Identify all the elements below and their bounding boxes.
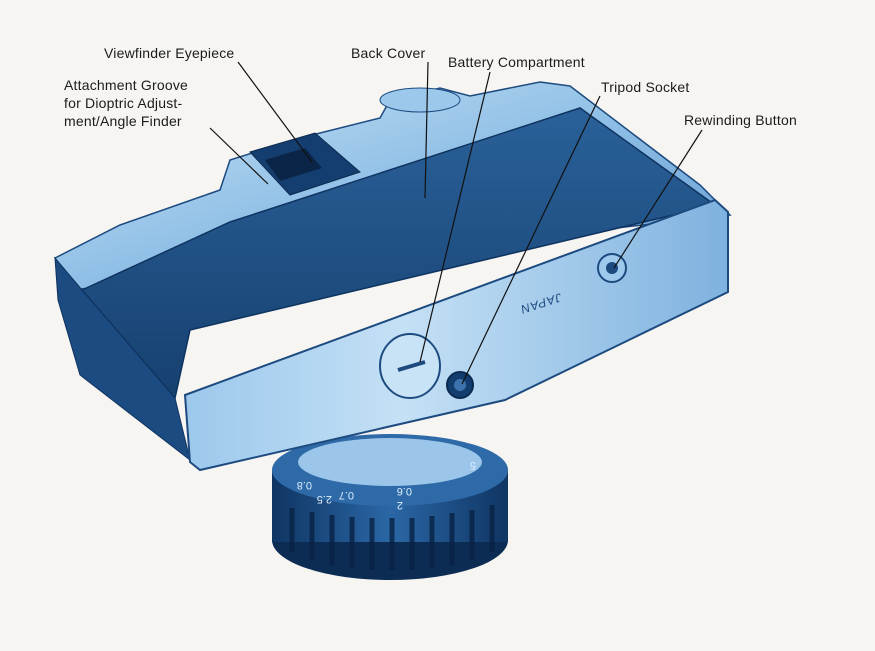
callout-text: Viewfinder Eyepiece [104, 44, 234, 62]
callout-rewinding-button: Rewinding Button [684, 111, 797, 129]
lens-scale-0-8: 0.8 [297, 479, 312, 491]
callout-tripod-socket: Tripod Socket [601, 78, 689, 96]
callout-text: Back Cover [351, 44, 425, 62]
callout-battery-compartment: Battery Compartment [448, 53, 585, 71]
callout-text-line-1: Attachment Groove [64, 76, 188, 94]
battery-compartment-shape [380, 334, 440, 398]
callout-attachment-groove: Attachment Groove for Dioptric Adjust- m… [64, 76, 188, 130]
lens-scale-0-7: 0.7 [339, 489, 354, 501]
tripod-socket-shape [447, 372, 473, 398]
callout-text-line-3: ment/Angle Finder [64, 112, 188, 130]
lens-scale-0-6: 0.6 [397, 485, 412, 497]
callout-back-cover: Back Cover [351, 44, 425, 62]
lens-scale-5: 5 [470, 459, 476, 471]
callout-text: Battery Compartment [448, 53, 585, 71]
lens-group [272, 434, 508, 580]
callout-text: Tripod Socket [601, 78, 689, 96]
lens-scale-2-5: 2.5 [317, 493, 332, 505]
callout-viewfinder-eyepiece: Viewfinder Eyepiece [104, 44, 234, 62]
lens-scale-2: 2 [397, 499, 403, 511]
callout-text-line-2: for Dioptric Adjust- [64, 94, 188, 112]
callout-text: Rewinding Button [684, 111, 797, 129]
rewinding-button-shape [598, 254, 626, 282]
